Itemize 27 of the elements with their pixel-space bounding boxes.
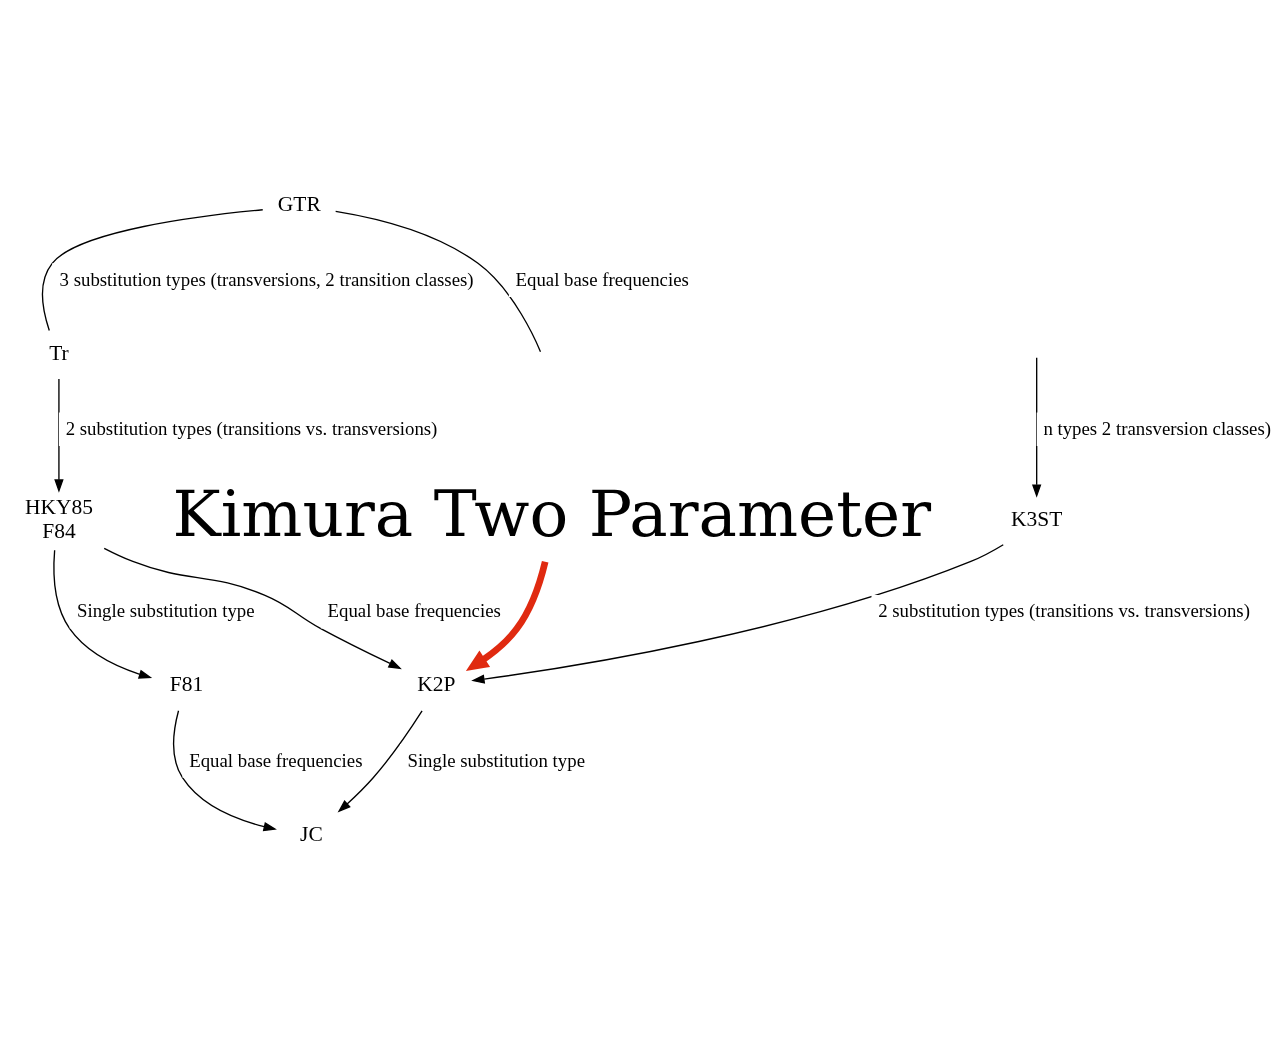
edge-label: Single substitution type [407, 749, 585, 771]
node-text: Tr [49, 340, 69, 365]
node-text: Kimura Two Parameter [172, 475, 932, 551]
edge-label: 3 substitution types (transversions, 2 transition classes) [59, 268, 474, 290]
arrow [337, 709, 423, 812]
edge-label: Equal base frequencies [327, 599, 501, 621]
arrow [54, 377, 64, 493]
node-text: K2P [417, 671, 456, 696]
edge-label: 2 substitution types (transitions vs. transversions) [878, 599, 1250, 621]
arrow [173, 709, 277, 831]
edge-label: Equal base frequencies [189, 749, 363, 771]
node-text: F81 [169, 671, 204, 696]
node-text: HKY85 F84 [24, 494, 93, 543]
connector [334, 210, 542, 352]
node-text: GTR [277, 191, 321, 216]
edge-label: Equal base frequencies [515, 268, 689, 290]
arrow [53, 549, 153, 679]
arrow [465, 560, 549, 671]
node-text: JC [300, 821, 323, 846]
edge-label: n types 2 transversion classes) [1043, 417, 1272, 439]
arrow [471, 543, 1004, 684]
connector [41, 208, 264, 331]
arrow [103, 547, 402, 669]
edge-label: 2 substitution types (transitions vs. transversions) [65, 417, 438, 439]
edge-label: Single substitution type [77, 599, 255, 621]
arrow [1032, 356, 1042, 498]
node-text: K3ST [1011, 506, 1063, 531]
